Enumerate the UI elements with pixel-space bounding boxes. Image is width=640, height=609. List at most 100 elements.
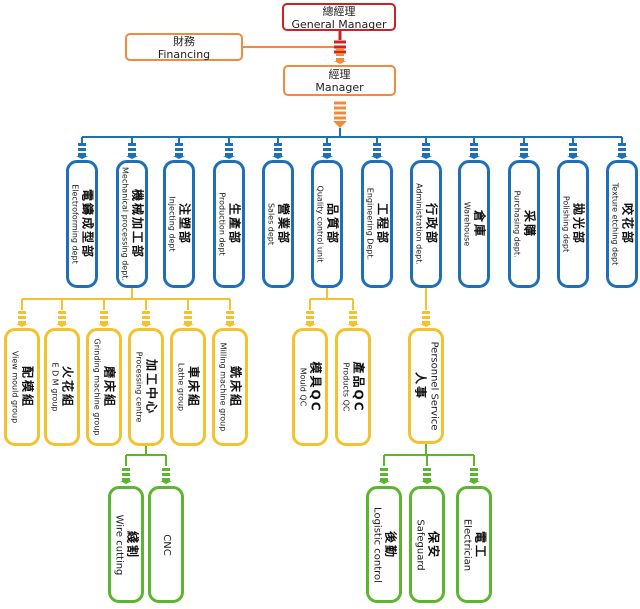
label-chinese: 配模組 <box>20 365 35 408</box>
label-chinese: 車床組 <box>186 365 201 409</box>
label-english: Injecting dept <box>167 196 177 252</box>
down-arrow-icon <box>321 143 333 159</box>
down-arrow-icon <box>56 311 68 327</box>
label-chinese: 注塑部 <box>177 202 192 245</box>
label-english: Warehouse <box>462 201 472 247</box>
label-english: Milling machine group <box>218 342 228 432</box>
label-english: CNC <box>161 533 172 556</box>
down-arrow-icon <box>182 311 194 327</box>
label-english: Lathe group <box>176 362 186 412</box>
label-english: Quality control unit <box>315 185 325 263</box>
label-chinese: 火花組 <box>60 365 75 409</box>
label-chinese: 工程部 <box>375 202 390 246</box>
down-arrow-icon <box>76 143 88 159</box>
down-arrow-icon <box>120 468 132 484</box>
label-english: Grinding machine group <box>92 338 102 436</box>
label-english: Purchasing dept. <box>512 190 522 258</box>
label-chinese: 加工中心 <box>144 358 159 416</box>
down-arrow-icon <box>421 468 433 484</box>
general-manager-zh: 總經理 <box>322 5 356 18</box>
down-arrow-icon <box>378 468 390 484</box>
label-english: Personnel Service <box>428 341 440 431</box>
label-chinese: 營業部 <box>276 202 291 245</box>
label-english: Safeguard <box>414 518 426 571</box>
label-english: Logistic control <box>371 506 383 583</box>
label-english: Engineering Dept. <box>365 187 375 261</box>
manager-zh: 經理 <box>328 68 351 81</box>
down-arrow-icon <box>126 143 138 159</box>
down-arrow-icon <box>567 143 579 159</box>
down-arrow-icon <box>420 311 432 327</box>
down-arrow-icon <box>304 311 316 327</box>
box-label: CNC <box>160 534 172 555</box>
manager-en: Manager <box>315 81 364 94</box>
general-manager-en: General Manager <box>291 18 387 31</box>
label-english: Electrician <box>461 518 473 571</box>
financing-zh: 財務 <box>173 35 195 48</box>
label-english: Texture etching dept <box>610 182 620 266</box>
down-arrow-icon <box>98 311 110 327</box>
down-arrow-icon <box>518 143 530 159</box>
label-chinese: 產品QC <box>351 361 366 413</box>
down-arrow-icon <box>160 468 172 484</box>
label-chinese: 模具QC <box>308 361 323 413</box>
down-arrow-icon <box>468 143 480 159</box>
label-chinese: 綫割 <box>125 530 140 559</box>
down-arrow-icon <box>272 143 284 159</box>
label-english: Mechanical processing dept. <box>120 167 130 281</box>
down-arrow-icon <box>616 143 628 159</box>
down-arrow-icon <box>140 311 152 327</box>
label-english: Processing centre <box>134 351 144 423</box>
down-arrow-icon <box>371 143 383 159</box>
label-chinese: 生產部 <box>227 202 242 246</box>
label-chinese: 電工 <box>473 530 488 559</box>
manager-box: 經理 Manager <box>283 65 396 96</box>
label-english: Electroforming dept <box>70 184 80 264</box>
down-arrow-icon <box>347 311 359 327</box>
label-chinese: 磨床組 <box>102 365 117 408</box>
label-english: Production dept <box>217 192 227 256</box>
label-english: Wire cutting <box>113 514 125 575</box>
label-english: Products QC <box>341 362 351 412</box>
down-arrow-icon <box>223 143 235 159</box>
